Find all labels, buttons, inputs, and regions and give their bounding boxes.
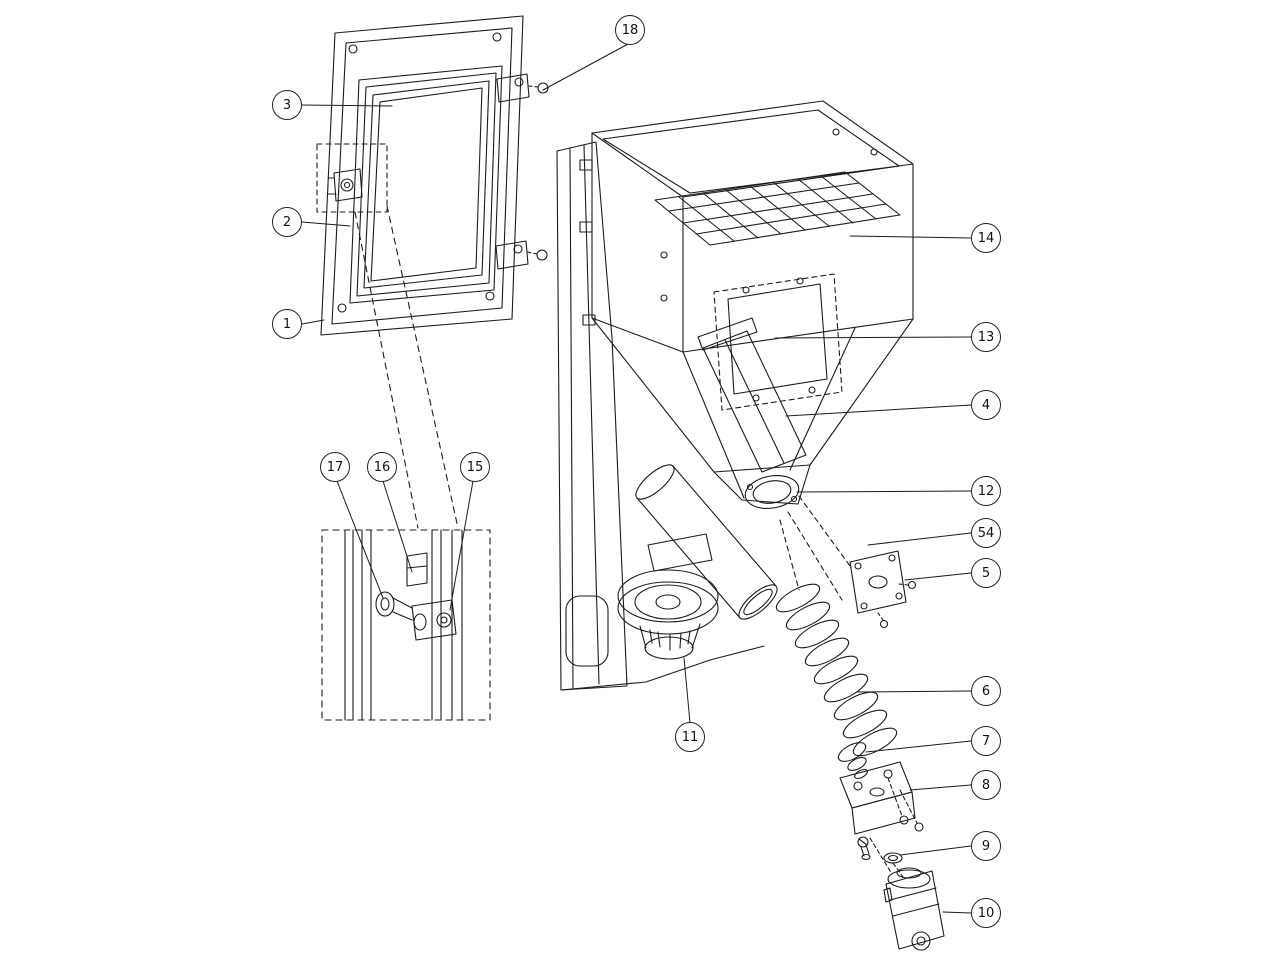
hopper-funnel [591, 317, 914, 505]
callout-7: 7 [971, 726, 1001, 756]
callout-8-label: 8 [981, 777, 991, 793]
spring-auger [775, 583, 898, 757]
callout-54-label: 54 [977, 525, 995, 541]
callout-1: 1 [272, 309, 302, 339]
callout-2: 2 [272, 207, 302, 237]
callout-18-label: 18 [621, 22, 639, 38]
callout-leader-lines [301, 43, 972, 914]
callout-1-label: 1 [282, 316, 292, 332]
latch-body [411, 599, 457, 641]
callout-12-label: 12 [977, 483, 995, 499]
callout-15: 15 [460, 452, 490, 482]
callout-13-label: 13 [977, 329, 995, 345]
feed-chute [697, 317, 807, 473]
callout-4-label: 4 [981, 397, 991, 413]
outlet-flange [744, 475, 851, 601]
auger-drop-tube [635, 464, 778, 620]
callout-16: 16 [367, 452, 397, 482]
callout-6: 6 [971, 676, 1001, 706]
bolt-and-washer [857, 836, 904, 878]
fan-motor-housing [617, 533, 719, 660]
callout-9: 9 [971, 831, 1001, 861]
hopper-grate [654, 171, 901, 246]
frame-side-panel [556, 141, 765, 691]
callout-9-label: 9 [981, 838, 991, 854]
callout-17-label: 17 [326, 459, 344, 475]
callout-12: 12 [971, 476, 1001, 506]
hopper-box [591, 100, 914, 353]
auger-mount-plate [849, 550, 917, 629]
callout-4: 4 [971, 390, 1001, 420]
latch-hook [406, 552, 428, 587]
access-plate [713, 273, 843, 411]
callout-15-label: 15 [466, 459, 484, 475]
callout-5-label: 5 [981, 565, 991, 581]
gearmotor [883, 867, 945, 951]
door-hinge-top [496, 73, 549, 103]
door-window-frame [349, 65, 503, 304]
callout-54: 54 [971, 518, 1001, 548]
callout-11-label: 11 [681, 729, 699, 745]
callout-3: 3 [272, 90, 302, 120]
latch-detail-view [321, 529, 491, 721]
callout-2-label: 2 [282, 214, 292, 230]
callout-10: 10 [971, 898, 1001, 928]
callout-14: 14 [971, 223, 1001, 253]
callout-16-label: 16 [373, 459, 391, 475]
callout-5: 5 [971, 558, 1001, 588]
callout-8: 8 [971, 770, 1001, 800]
callout-7-label: 7 [981, 733, 991, 749]
callout-13: 13 [971, 322, 1001, 352]
callout-3-label: 3 [282, 97, 292, 113]
callout-11: 11 [675, 722, 705, 752]
door-assembly [316, 15, 549, 529]
callout-10-label: 10 [977, 905, 995, 921]
door-hinge-bottom [495, 240, 548, 270]
latch-detail-region [316, 143, 388, 213]
door-latch [327, 168, 363, 202]
lower-bracket [839, 761, 924, 835]
callout-17: 17 [320, 452, 350, 482]
callout-18: 18 [615, 15, 645, 45]
callout-6-label: 6 [981, 683, 991, 699]
callout-14-label: 14 [977, 230, 995, 246]
auger-bushing [837, 742, 868, 780]
latch-pin [375, 591, 413, 621]
